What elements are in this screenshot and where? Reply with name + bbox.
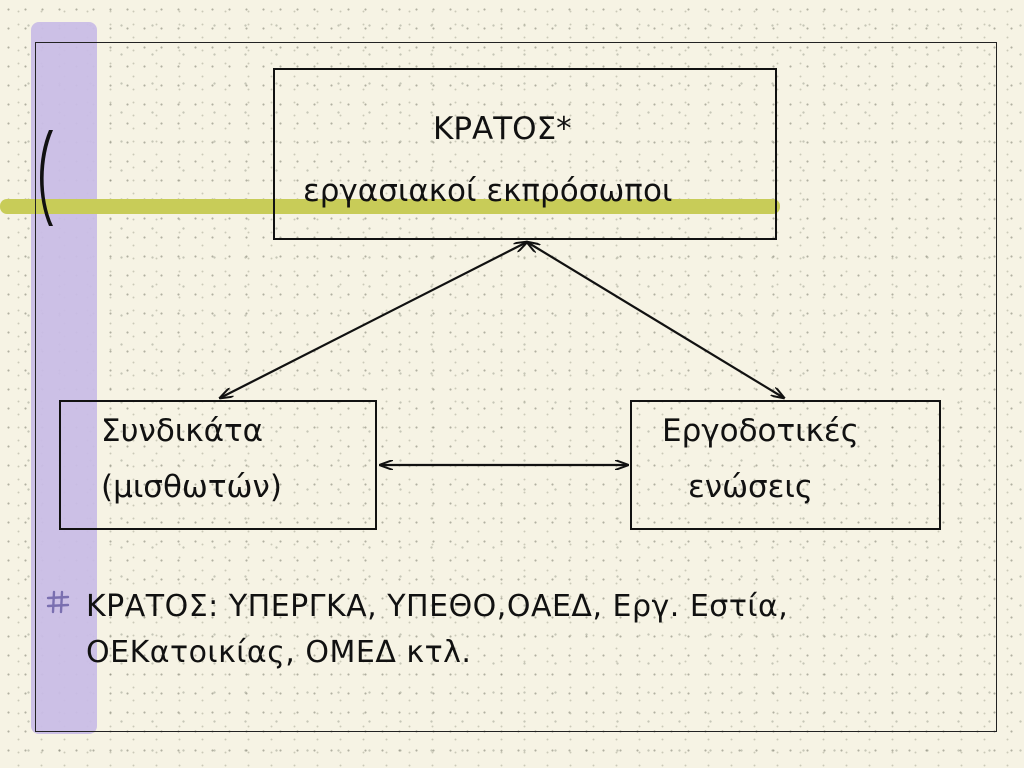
unions-box: Συνδικάτα (μισθωτών) <box>59 400 377 530</box>
state-box-title: ΚΡΑΤΟΣ* <box>433 111 572 147</box>
employers-box-title: Εργοδοτικές <box>662 413 859 449</box>
arrow-state-unions <box>220 242 527 398</box>
slide-frame <box>35 42 997 732</box>
state-box: ΚΡΑΤΟΣ* εργασιακοί εκπρόσωποι <box>273 68 777 240</box>
decorative-green-bar <box>0 199 780 214</box>
state-box-subtitle: εργασιακοί εκπρόσωποι <box>303 173 673 209</box>
bullet-item: ΚΡΑΤΟΣ: ΥΠΕΡΓΚΑ, ΥΠΕΘΟ,ΟΑΕΔ, Εργ. Εστία,… <box>86 584 991 676</box>
arrow-state-employers <box>527 242 784 398</box>
unions-box-subtitle: (μισθωτών) <box>101 469 282 505</box>
employers-box-subtitle: ενώσεις <box>688 469 814 505</box>
employers-box: Εργοδοτικές ενώσεις <box>630 400 941 530</box>
bullet-line-1: ΚΡΑΤΟΣ: ΥΠΕΡΓΚΑ, ΥΠΕΘΟ,ΟΑΕΔ, Εργ. Εστία, <box>86 589 789 624</box>
decorative-purple-strip <box>31 22 97 734</box>
bracket-icon <box>40 130 53 226</box>
bullet-icon <box>46 590 70 614</box>
bullet-line-2: ΟΕΚατοικίας, ΟΜΕΔ κτλ. <box>86 635 472 670</box>
unions-box-title: Συνδικάτα <box>101 413 264 449</box>
